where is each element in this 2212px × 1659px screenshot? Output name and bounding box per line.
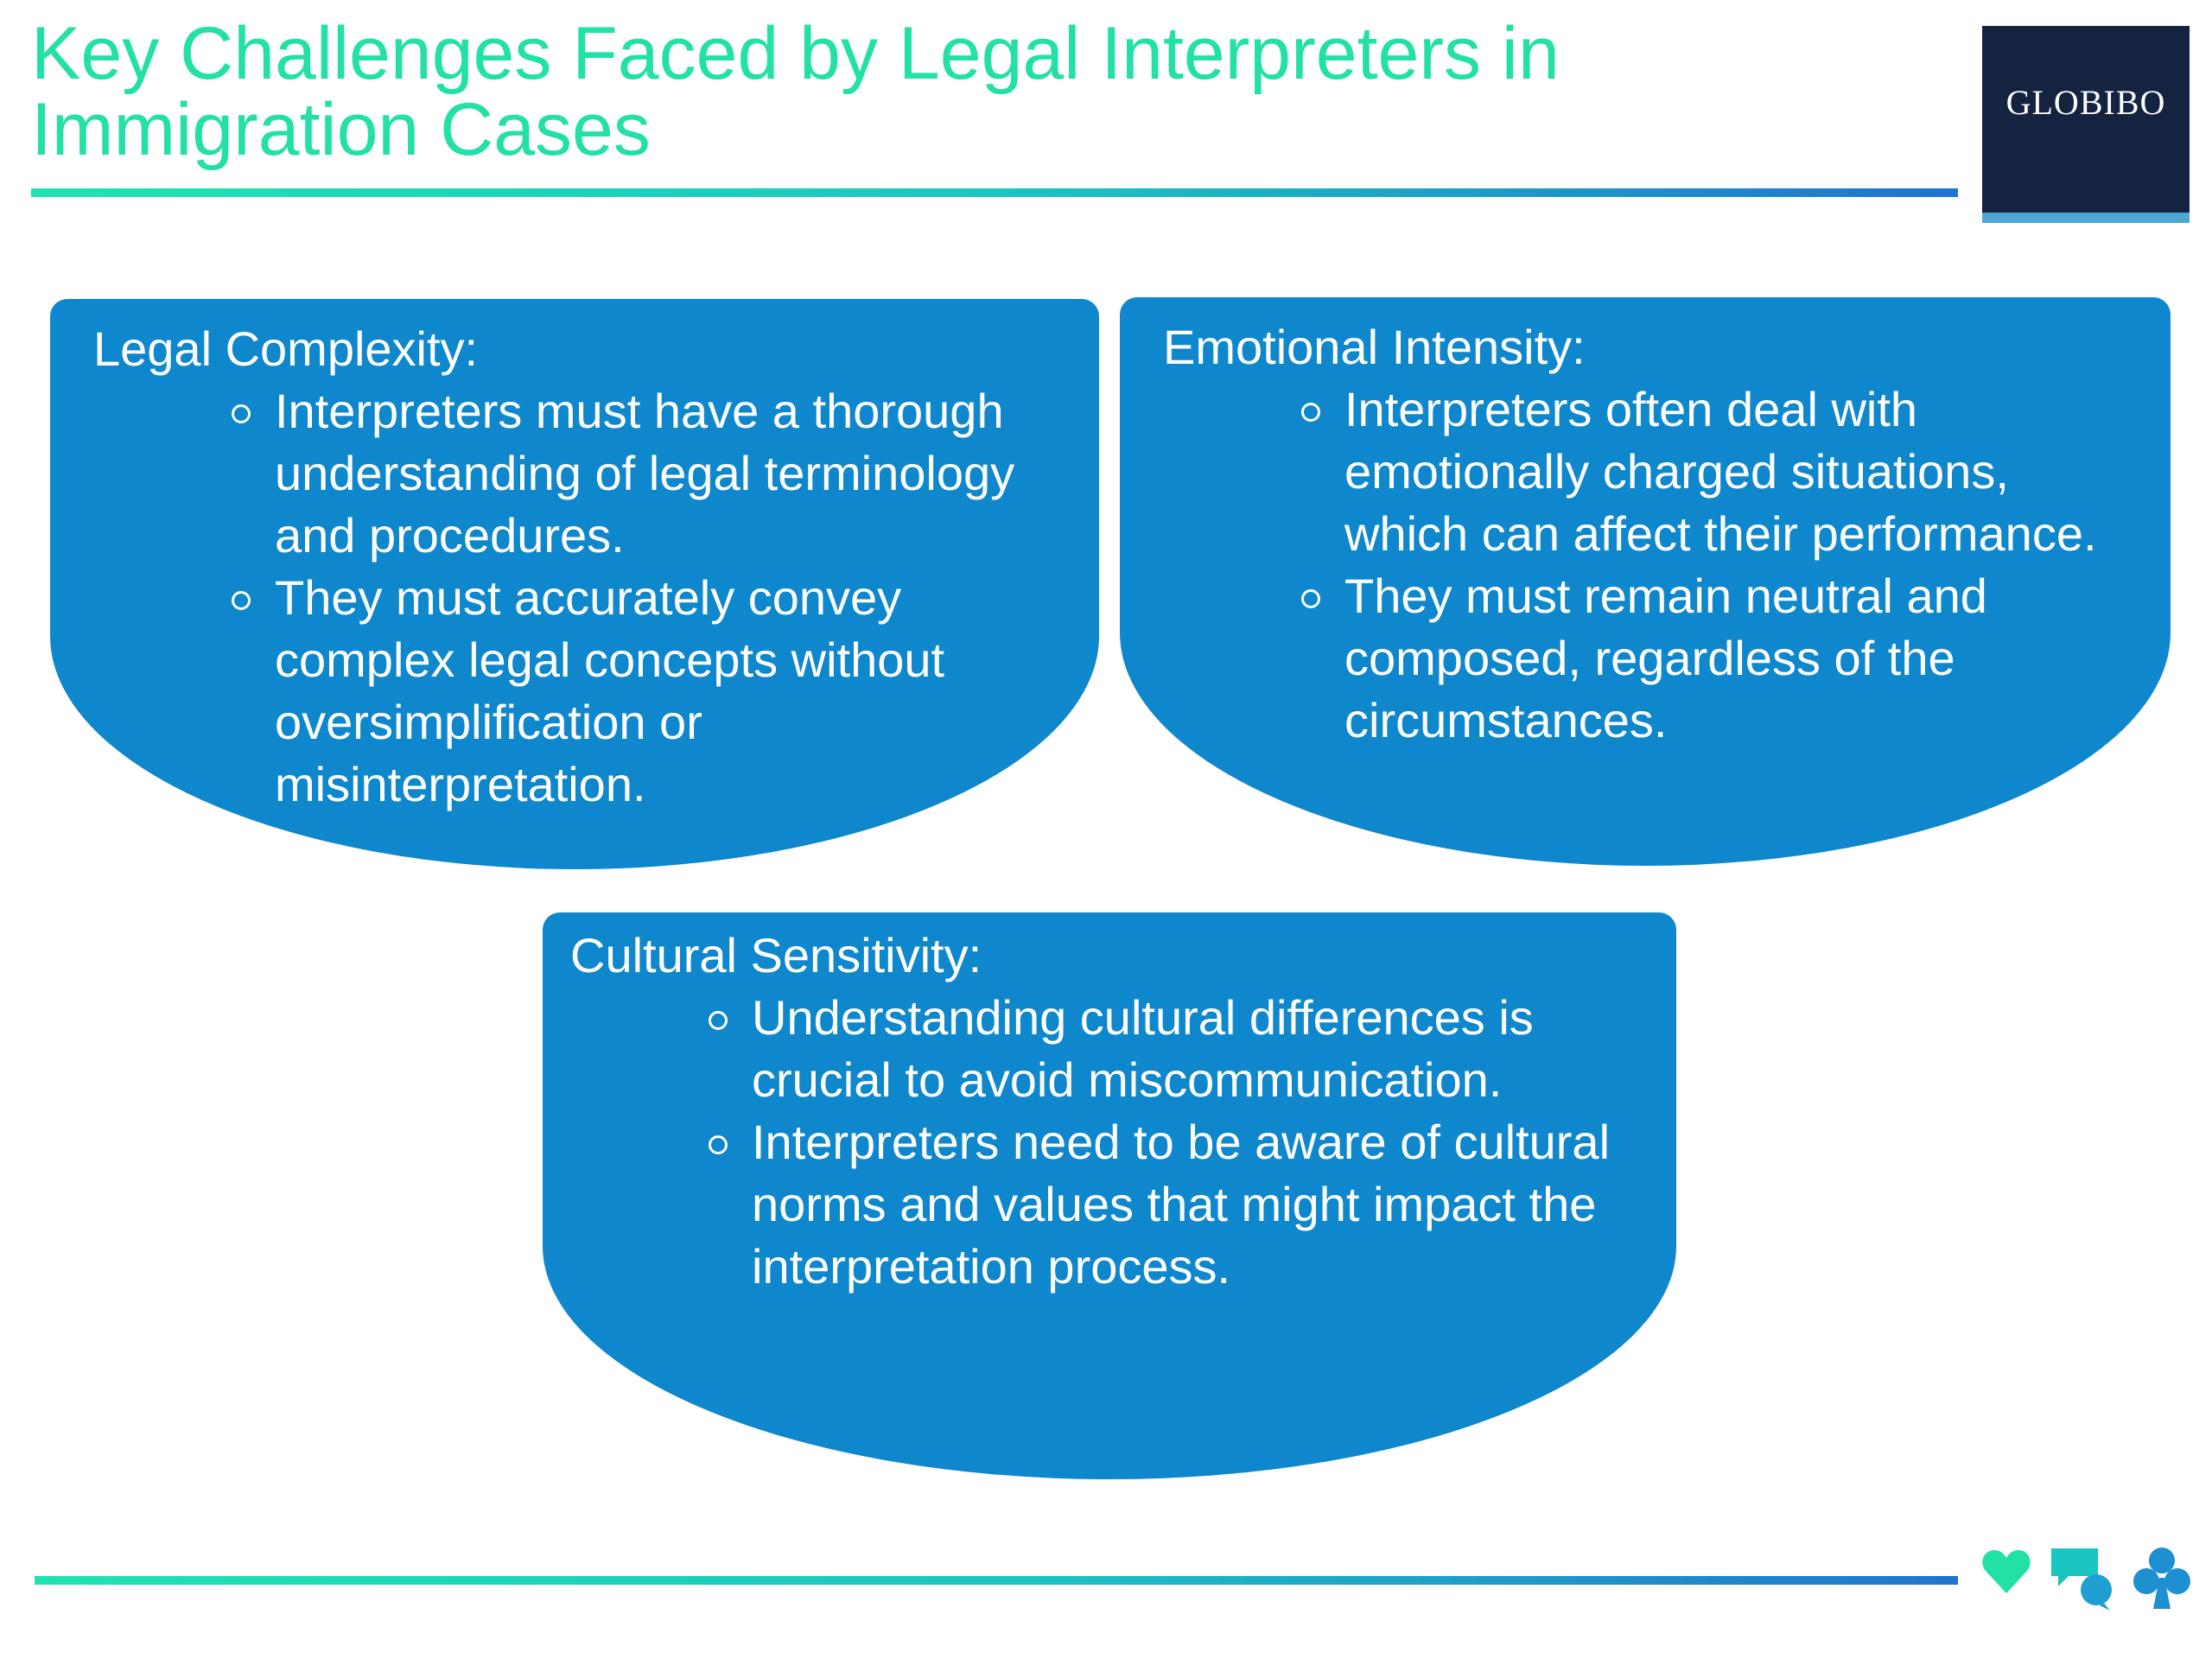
chat-bubbles-icon [2051, 1548, 2112, 1611]
hollow-bullet-icon [709, 1011, 728, 1030]
globibo-logo: GLOBIBO [1982, 26, 2190, 223]
bullet-text: Interpreters must have a thorough unders… [275, 384, 1015, 563]
bullet-item: Understanding cultural differences is cr… [709, 987, 1624, 1111]
bullet-text: Interpreters need to be aware of cultura… [752, 1115, 1611, 1294]
cultural-sensitivity-card: Cultural Sensitivity: Understanding cult… [543, 912, 1676, 1479]
bullet-text: Understanding cultural differences is cr… [752, 990, 1534, 1107]
footer-divider [35, 1576, 1958, 1585]
hollow-bullet-icon [232, 591, 251, 610]
bullet-item: They must accurately convey complex lega… [232, 567, 1047, 816]
legal-complexity-card: Legal Complexity: Interpreters must have… [50, 299, 1099, 869]
heart-icon [1982, 1550, 2031, 1593]
card-bullet-list: Interpreters often deal with emotionally… [1163, 378, 2119, 752]
bullet-item: Interpreters often deal with emotionally… [1301, 378, 2119, 565]
bullet-text: Interpreters often deal with emotionally… [1344, 382, 2097, 561]
club-icon [2133, 1548, 2190, 1609]
hollow-bullet-icon [709, 1135, 728, 1154]
page-title: Key Challenges Faced by Legal Interprete… [31, 12, 1560, 171]
footer-icon-group [1979, 1545, 2195, 1614]
emotional-intensity-card: Emotional Intensity: Interpreters often … [1120, 297, 2171, 866]
card-heading: Cultural Sensitivity: [570, 928, 982, 982]
card-heading: Emotional Intensity: [1163, 320, 1586, 374]
card-heading: Legal Complexity: [93, 321, 479, 376]
logo-text: GLOBIBO [2005, 82, 2166, 122]
bullet-item: Interpreters must have a thorough unders… [232, 380, 1047, 567]
hollow-bullet-icon [1301, 589, 1320, 608]
hollow-bullet-icon [232, 404, 251, 423]
title-divider [31, 188, 1958, 197]
bullet-item: Interpreters need to be aware of cultura… [709, 1111, 1624, 1298]
card-bullet-list: Understanding cultural differences is cr… [570, 987, 1624, 1298]
bullet-text: They must remain neutral and composed, r… [1344, 569, 1987, 747]
bullet-text: They must accurately convey complex lega… [275, 570, 945, 811]
bullet-item: They must remain neutral and composed, r… [1301, 565, 2119, 752]
hollow-bullet-icon [1301, 403, 1320, 422]
card-bullet-list: Interpreters must have a thorough unders… [93, 380, 1047, 816]
